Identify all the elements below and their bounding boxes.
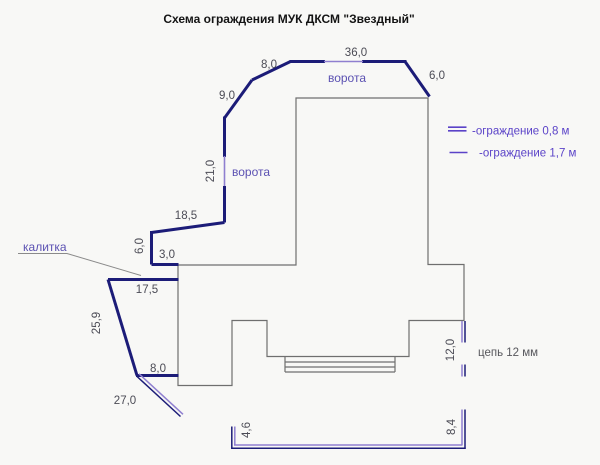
dim-8-0-top: 8,0 bbox=[261, 59, 277, 71]
fence-segment-9-0 bbox=[223, 79, 254, 119]
dim-3-0: 3,0 bbox=[159, 249, 175, 261]
fence-segment-8-0 bbox=[251, 60, 292, 82]
dim-8-0-left: 8,0 bbox=[150, 363, 166, 375]
fence-27-0-light bbox=[138, 373, 184, 415]
dim-6-0-top: 6,0 bbox=[429, 70, 445, 82]
fence-27-0-dark bbox=[135, 375, 182, 418]
gate-top-label: ворота bbox=[328, 71, 366, 85]
dim-8-4: 8,4 bbox=[446, 418, 458, 435]
dim-6-0-left: 6,0 bbox=[134, 238, 146, 254]
stairs bbox=[284, 356, 396, 373]
legend: -ограждение 0,8 м -ограждение 1,7 м bbox=[448, 126, 577, 160]
dim-12-0: 12,0 bbox=[445, 339, 457, 361]
building-outline bbox=[177, 97, 465, 387]
dim-4-6: 4,6 bbox=[241, 422, 253, 438]
fence-segment-6-0-top bbox=[403, 60, 431, 98]
legend-fence-08-label: -ограждение 0,8 м bbox=[472, 126, 570, 138]
chain-label: цепь 12 мм bbox=[478, 347, 538, 359]
dim-21-0: 21,0 bbox=[205, 160, 217, 182]
fence-segment-18-5 bbox=[151, 221, 225, 234]
wicket-label: калитка bbox=[23, 240, 67, 254]
dim-17-5: 17,5 bbox=[136, 284, 158, 296]
dim-36-0: 36,0 bbox=[345, 47, 367, 59]
wicket-leader-line bbox=[18, 253, 142, 276]
gate-left-label: ворота bbox=[232, 165, 270, 179]
dim-25-9: 25,9 bbox=[91, 312, 103, 334]
diagram-title: Схема ограждения МУК ДКСМ "Звездный" bbox=[163, 12, 414, 26]
dim-18-5: 18,5 bbox=[175, 210, 197, 222]
fence-segment-25-9 bbox=[106, 279, 139, 376]
dim-9-0: 9,0 bbox=[219, 90, 235, 102]
dim-27-0: 27,0 bbox=[114, 395, 136, 407]
legend-fence-17-label: -ограждение 1,7 м bbox=[479, 148, 577, 160]
